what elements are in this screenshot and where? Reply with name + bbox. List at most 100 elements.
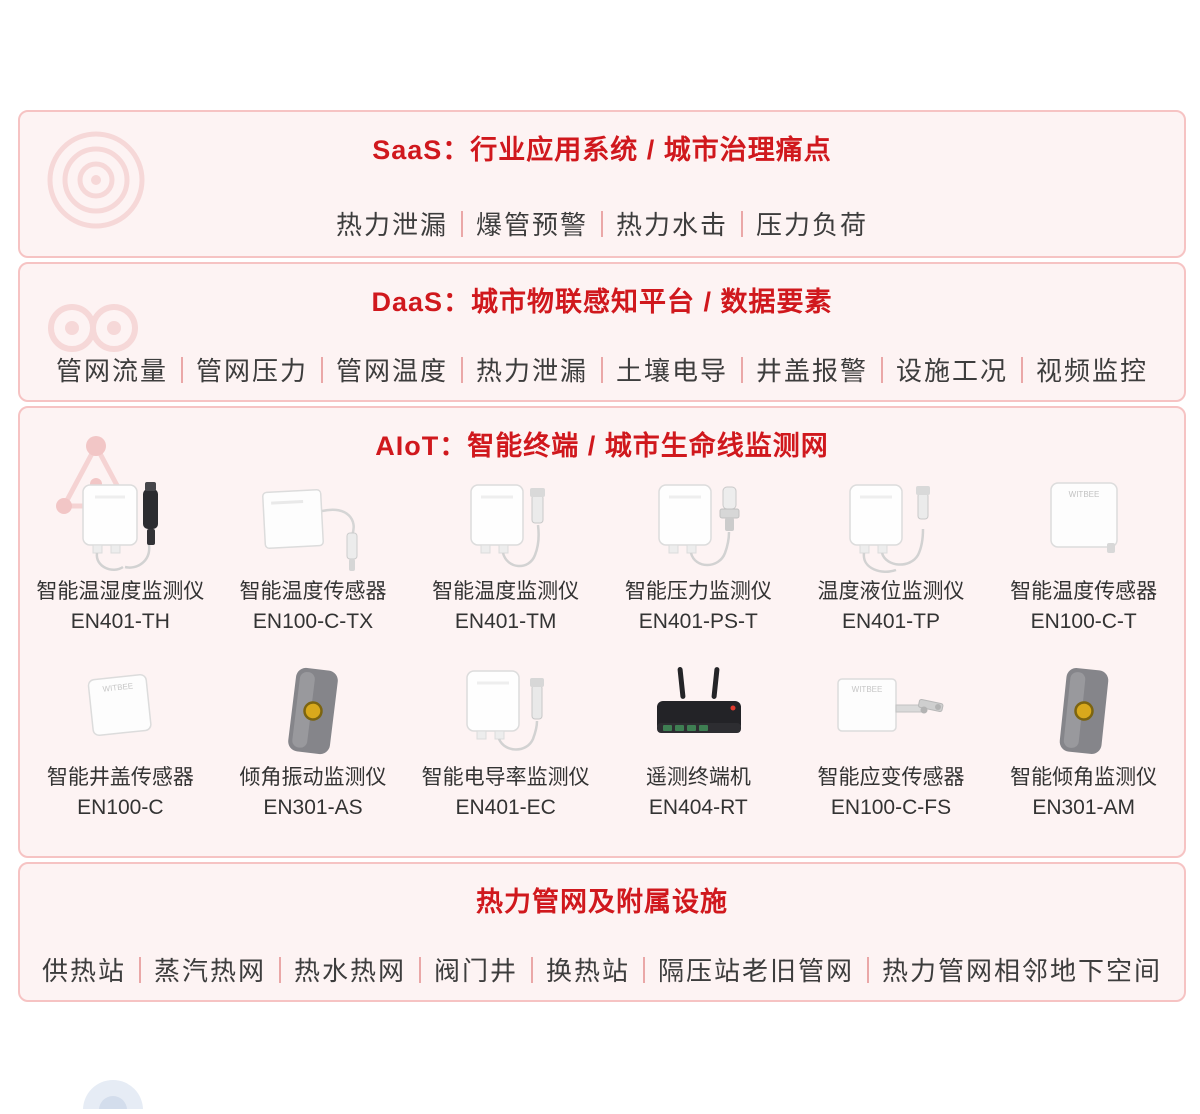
facility-title: 热力管网及附属设施 bbox=[476, 887, 728, 917]
tilt-monitor-icon bbox=[1059, 668, 1108, 754]
daas-item: 管网温度 bbox=[335, 356, 448, 386]
device-image-en401-tm bbox=[431, 475, 581, 577]
facility-item: 热水热网 bbox=[293, 956, 406, 986]
product-model: EN401-EC bbox=[455, 796, 556, 819]
daas-item: 管网流量 bbox=[55, 356, 168, 386]
item-divider bbox=[643, 956, 646, 983]
product-card: WITBEE 智能井盖传感器 EN100-C bbox=[24, 661, 217, 823]
conductivity-monitor-icon bbox=[465, 670, 544, 751]
device-image-en100-c-tx bbox=[238, 475, 388, 577]
facility-item-row: 供热站 蒸汽热网 热水热网 阀门井 换热站 隔压站老旧管网 热力管网相邻地下空间 bbox=[20, 951, 1184, 988]
product-model: EN401-PS-T bbox=[638, 610, 758, 633]
saas-item: 爆管预警 bbox=[475, 210, 588, 240]
device-image-en100-c-fs: WITBEE bbox=[816, 661, 966, 763]
item-divider bbox=[881, 356, 884, 383]
svg-text:WITBEE: WITBEE bbox=[1068, 490, 1099, 499]
device-image-en404-rt bbox=[623, 661, 773, 763]
product-name: 智能电导率监测仪 bbox=[421, 766, 590, 789]
product-name: 温度液位监测仪 bbox=[817, 580, 965, 603]
product-name: 智能应变传感器 bbox=[817, 766, 965, 789]
aiot-panel: AIoT：智能终端 / 城市生命线监测网 智能温湿度监测仪 EN401-TH bbox=[18, 406, 1186, 858]
item-divider bbox=[278, 956, 281, 983]
daas-panel: DaaS：城市物联感知平台 / 数据要素 管网流量 管网压力 管网温度 热力泄漏… bbox=[18, 262, 1186, 402]
temp-humidity-monitor-icon bbox=[82, 482, 159, 571]
facility-item: 隔压站老旧管网 bbox=[658, 956, 855, 986]
temp-sensor-panel-icon bbox=[262, 488, 358, 571]
product-model: EN100-C-TX bbox=[252, 610, 374, 633]
item-divider bbox=[741, 210, 744, 237]
saas-item: 热力泄漏 bbox=[335, 210, 448, 240]
telemetry-terminal-icon bbox=[657, 667, 742, 733]
item-divider bbox=[601, 210, 603, 237]
product-card: 智能倾角监测仪 EN301-AM bbox=[987, 661, 1180, 823]
item-divider bbox=[531, 956, 533, 983]
daas-item: 土壤电导 bbox=[616, 356, 729, 386]
product-name: 智能温度传感器 bbox=[1010, 580, 1158, 603]
saas-title: SaaS：行业应用系统 / 城市治理痛点 bbox=[372, 135, 832, 165]
product-model: EN404-RT bbox=[648, 796, 748, 819]
aiot-products-row1: 智能温湿度监测仪 EN401-TH 智能温度传感器 EN100-C-TX bbox=[20, 475, 1184, 637]
device-image-en401-ec bbox=[431, 661, 581, 763]
facility-panel: 热力管网及附属设施 供热站 蒸汽热网 热水热网 阀门井 换热站 隔压站老旧管网 … bbox=[18, 862, 1186, 1002]
facility-item: 换热站 bbox=[546, 956, 631, 986]
product-name: 遥测终端机 bbox=[645, 766, 751, 789]
product-card: 智能温湿度监测仪 EN401-TH bbox=[24, 475, 217, 637]
svg-text:WITBEE: WITBEE bbox=[102, 682, 133, 694]
product-card: WITBEE 智能应变传感器 EN100-C-FS bbox=[795, 661, 988, 823]
pressure-monitor-icon bbox=[658, 484, 740, 567]
daas-item: 井盖报警 bbox=[756, 356, 869, 386]
daas-item: 管网压力 bbox=[195, 356, 308, 386]
temp-sensor-flat-panel-icon: WITBEE bbox=[1049, 482, 1118, 553]
product-name: 智能倾角监测仪 bbox=[1010, 766, 1158, 789]
product-model: EN100-C-FS bbox=[830, 796, 952, 819]
product-name: 智能压力监测仪 bbox=[624, 580, 772, 603]
product-card: 智能压力监测仪 EN401-PS-T bbox=[602, 475, 795, 637]
daas-item-row: 管网流量 管网压力 管网温度 热力泄漏 土壤电导 井盖报警 设施工况 视频监控 bbox=[20, 351, 1184, 388]
product-model: EN100-C bbox=[77, 796, 164, 819]
device-image-en301-am bbox=[1009, 661, 1159, 763]
item-divider bbox=[867, 956, 870, 983]
daas-item: 视频监控 bbox=[1036, 356, 1149, 386]
product-model: EN301-AM bbox=[1032, 796, 1136, 819]
product-name: 智能温度监测仪 bbox=[432, 580, 580, 603]
temp-monitor-icon bbox=[469, 484, 545, 568]
item-divider bbox=[138, 956, 141, 983]
device-image-en301-as bbox=[238, 661, 388, 763]
device-image-en401-ps-t bbox=[623, 475, 773, 577]
product-model: EN401-TH bbox=[70, 610, 170, 633]
product-model: EN401-TP bbox=[841, 610, 941, 633]
product-card: WITBEE 智能温度传感器 EN100-C-T bbox=[987, 475, 1180, 637]
device-image-en100-c-t: WITBEE bbox=[1009, 475, 1159, 577]
saas-item-row: 热力泄漏 爆管预警 热力水击 压力负荷 bbox=[20, 205, 1184, 242]
product-card: 智能温度监测仪 EN401-TM bbox=[409, 475, 602, 637]
device-image-en100-c: WITBEE bbox=[45, 661, 195, 763]
saas-panel: SaaS：行业应用系统 / 城市治理痛点 热力泄漏 爆管预警 热力水击 压力负荷 bbox=[18, 110, 1186, 258]
product-model: EN100-C-T bbox=[1030, 610, 1137, 633]
saas-item: 热力水击 bbox=[616, 210, 729, 240]
item-divider bbox=[1021, 356, 1024, 383]
svg-text:WITBEE: WITBEE bbox=[852, 685, 883, 694]
item-divider bbox=[601, 356, 603, 383]
facility-item: 蒸汽热网 bbox=[153, 956, 266, 986]
item-divider bbox=[741, 356, 744, 383]
product-name: 倾角振动监测仪 bbox=[239, 766, 387, 789]
aiot-title: AIoT：智能终端 / 城市生命线监测网 bbox=[375, 431, 829, 461]
product-name: 智能温湿度监测仪 bbox=[36, 580, 205, 603]
daas-title: DaaS：城市物联感知平台 / 数据要素 bbox=[371, 287, 833, 317]
facility-item: 供热站 bbox=[41, 956, 126, 986]
daas-item: 热力泄漏 bbox=[475, 356, 588, 386]
product-card: 倾角振动监测仪 EN301-AS bbox=[217, 661, 410, 823]
product-name: 智能井盖传感器 bbox=[46, 766, 194, 789]
item-divider bbox=[418, 956, 421, 983]
facility-item: 阀门井 bbox=[433, 956, 518, 986]
product-card: 智能温度传感器 EN100-C-TX bbox=[217, 475, 410, 637]
device-image-en401-tp bbox=[816, 475, 966, 577]
item-divider bbox=[320, 356, 323, 383]
saas-item: 压力负荷 bbox=[756, 210, 869, 240]
product-card: 智能电导率监测仪 EN401-EC bbox=[409, 661, 602, 823]
tilt-vibration-monitor-icon bbox=[288, 667, 338, 755]
product-model: EN401-TM bbox=[454, 610, 557, 633]
product-card: 遥测终端机 EN404-RT bbox=[602, 661, 795, 823]
corner-decoration bbox=[78, 1070, 148, 1114]
device-image-en401-th bbox=[45, 475, 195, 577]
